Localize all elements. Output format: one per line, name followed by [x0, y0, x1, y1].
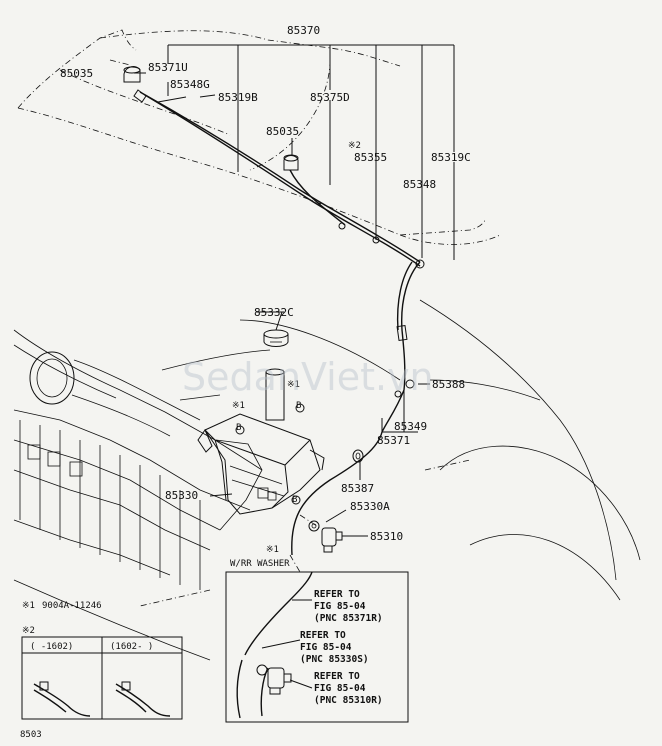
- note-wrr-washer: W/RR WASHER: [230, 559, 290, 569]
- nozzle-85035-left: [123, 66, 147, 103]
- legend-col-before: ( -1602): [30, 642, 73, 652]
- refer1-line1: REFER TO: [314, 589, 360, 600]
- label-85371U: 85371U: [148, 61, 188, 74]
- label-85388: 85388: [432, 378, 465, 391]
- label-85370: 85370: [287, 24, 320, 37]
- label-85332C: 85332C: [254, 306, 294, 319]
- note-mark1-a: ※1: [287, 380, 300, 390]
- refer1-line3: (PNC 85371R): [314, 613, 383, 624]
- note-b-3: B: [292, 495, 297, 505]
- refer-inset-box: [225, 571, 409, 723]
- label-85035-center: 85035: [266, 125, 299, 138]
- legend-mark2: ※2: [22, 626, 35, 636]
- washer-pump-85310: [321, 527, 343, 553]
- label-85319B: 85319B: [218, 91, 258, 104]
- refer3-line3: (PNC 85310R): [314, 695, 383, 706]
- washer-hoses: [139, 91, 421, 719]
- grommet-85387: [352, 449, 364, 463]
- label-85310: 85310: [370, 530, 403, 543]
- hose-clamps: [338, 222, 425, 398]
- label-85348: 85348: [403, 178, 436, 191]
- washer-tank-85330: [197, 368, 325, 515]
- hood-outline: [17, 29, 501, 245]
- leader-lines: [134, 44, 455, 537]
- front-bumper-grille: [13, 329, 271, 661]
- inset-leaders: [139, 514, 321, 607]
- reservoir-cap-85332C: [263, 329, 289, 347]
- refer3-line1: REFER TO: [314, 671, 360, 682]
- legend-mark1: ※1: [22, 601, 35, 611]
- legend-table: [21, 636, 183, 720]
- nozzle-85035-center: [283, 154, 299, 171]
- note-mark1-c: ※1: [266, 545, 279, 555]
- label-85319C: 85319C: [431, 151, 471, 164]
- label-85330A: 85330A: [350, 500, 390, 513]
- refer2-line2: FIG 85-04: [300, 642, 352, 653]
- note-mark1-b: ※1: [232, 401, 245, 411]
- legend-part-number: 9004A-11246: [42, 601, 102, 611]
- label-85375D: 85375D: [310, 91, 350, 104]
- label-85330: 85330: [165, 489, 198, 502]
- label-85349: 85349: [394, 420, 427, 433]
- refer2-line3: (PNC 85330S): [300, 654, 369, 665]
- label-85348G: 85348G: [170, 78, 210, 91]
- refer1-line2: FIG 85-04: [314, 601, 366, 612]
- refer2-line1: REFER TO: [300, 630, 346, 641]
- note-b-2: B: [236, 423, 241, 433]
- label-85387: 85387: [341, 482, 374, 495]
- label-85035-left: 85035: [60, 67, 93, 80]
- figure-code: 8503: [20, 730, 42, 740]
- note-mark2-top: ※2: [348, 141, 361, 151]
- watermark: SedanViet.vn: [182, 355, 434, 399]
- refer3-line2: FIG 85-04: [314, 683, 366, 694]
- label-85355: 85355: [354, 151, 387, 164]
- gasket-85330A: [308, 520, 320, 532]
- fender-wheel-arch: [239, 299, 641, 601]
- label-85371: 85371: [377, 434, 410, 447]
- note-b-1: B: [296, 401, 301, 411]
- legend-col-after: (1602- ): [110, 642, 153, 652]
